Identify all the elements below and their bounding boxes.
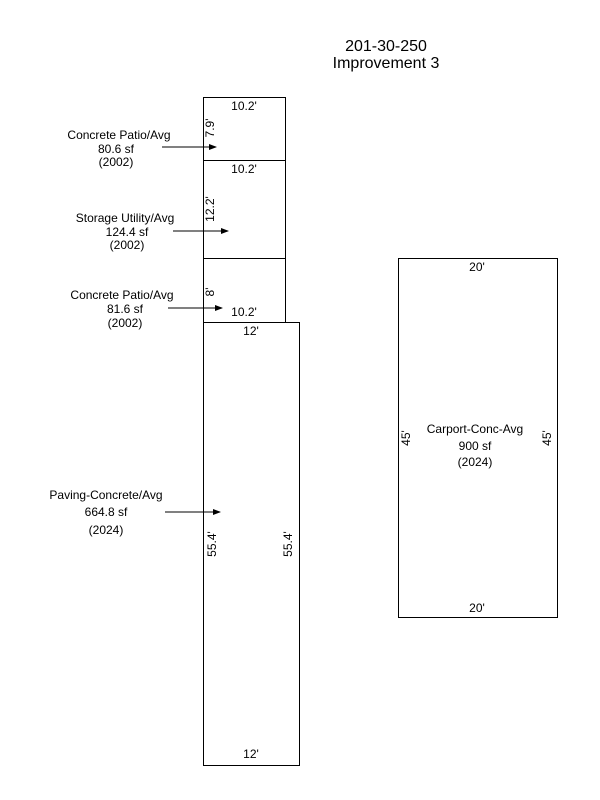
- dimension-right: 45': [540, 430, 554, 446]
- area-concrete-patio-2: 10.2' 8' Concrete Patio/Avg 81.6 sf (200…: [70, 258, 286, 330]
- area-size: 124.4 sf: [106, 225, 149, 239]
- dimension-top: 10.2': [231, 162, 257, 176]
- dimension-top: 10.2': [231, 99, 257, 113]
- area-outline: [398, 258, 558, 618]
- dimension-left: 55.4': [205, 531, 219, 557]
- area-year: (2024): [458, 455, 493, 469]
- dimension-bottom: 20': [469, 601, 485, 615]
- area-size: 664.8 sf: [85, 505, 128, 519]
- area-year: (2002): [99, 155, 134, 169]
- parcel-number: 201-30-250: [345, 38, 427, 55]
- area-year: (2002): [108, 316, 143, 330]
- area-size: 80.6 sf: [98, 142, 135, 156]
- dimension-left: 45': [399, 430, 413, 446]
- area-label: Concrete Patio/Avg: [67, 128, 170, 142]
- area-label: Carport-Conc-Avg: [427, 422, 523, 436]
- improvement-title: Improvement 3: [333, 55, 440, 72]
- area-carport: 20' 20' 45' 45' Carport-Conc-Avg 900 sf …: [398, 258, 558, 618]
- dimension-side: 8': [203, 288, 217, 297]
- area-paving-concrete: 12' 12' 55.4' 55.4' Paving-Concrete/Avg …: [49, 322, 300, 766]
- dimension-bottom: 12': [243, 747, 259, 761]
- area-label: Paving-Concrete/Avg: [49, 488, 162, 502]
- area-storage-utility: 10.2' 12.2' Storage Utility/Avg 124.4 sf…: [76, 160, 286, 259]
- dimension-top: 20': [469, 260, 485, 274]
- dimension-right: 55.4': [281, 531, 295, 557]
- area-year: (2024): [89, 523, 124, 537]
- area-label: Storage Utility/Avg: [76, 211, 175, 225]
- dimension-side: 7.9': [203, 119, 217, 138]
- area-size: 81.6 sf: [107, 302, 144, 316]
- area-concrete-patio-1: 10.2' 7.9' Concrete Patio/Avg 80.6 sf (2…: [67, 97, 286, 169]
- dimension-top: 12': [243, 324, 259, 338]
- area-size: 900 sf: [459, 439, 492, 453]
- area-label: Concrete Patio/Avg: [70, 288, 173, 302]
- area-outline: [203, 322, 300, 766]
- area-year: (2002): [110, 238, 145, 252]
- dimension-side: 12.2': [203, 196, 217, 222]
- dimension-bottom: 10.2': [231, 305, 257, 319]
